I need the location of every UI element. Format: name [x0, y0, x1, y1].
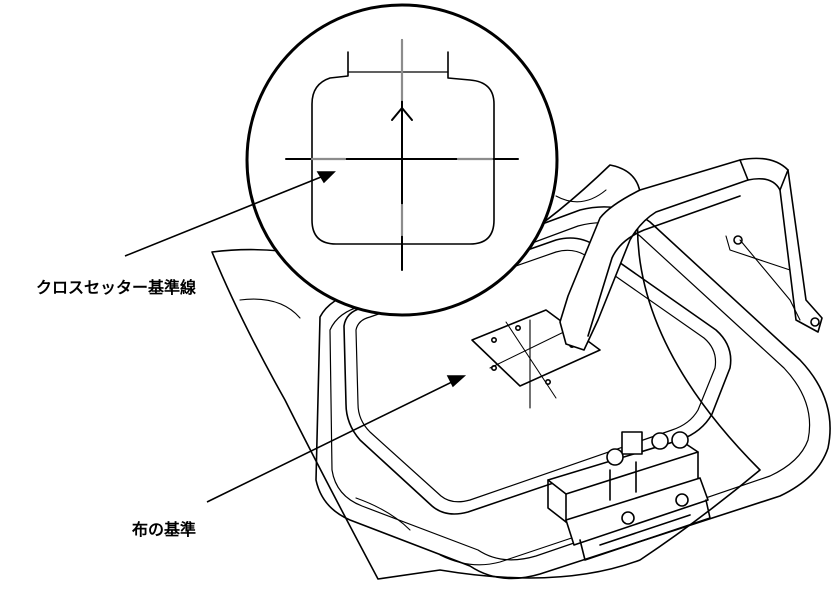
hoop-clamp	[547, 431, 711, 561]
label-crosshair-reference-lines: クロスセッター基準線	[36, 278, 197, 297]
inner-hoop	[343, 237, 732, 515]
callout-leaders	[124, 171, 467, 503]
label-fabric-reference: 布の基準	[132, 520, 197, 539]
cross-setter-arm	[559, 157, 823, 351]
hoop-base-outer	[315, 206, 831, 580]
